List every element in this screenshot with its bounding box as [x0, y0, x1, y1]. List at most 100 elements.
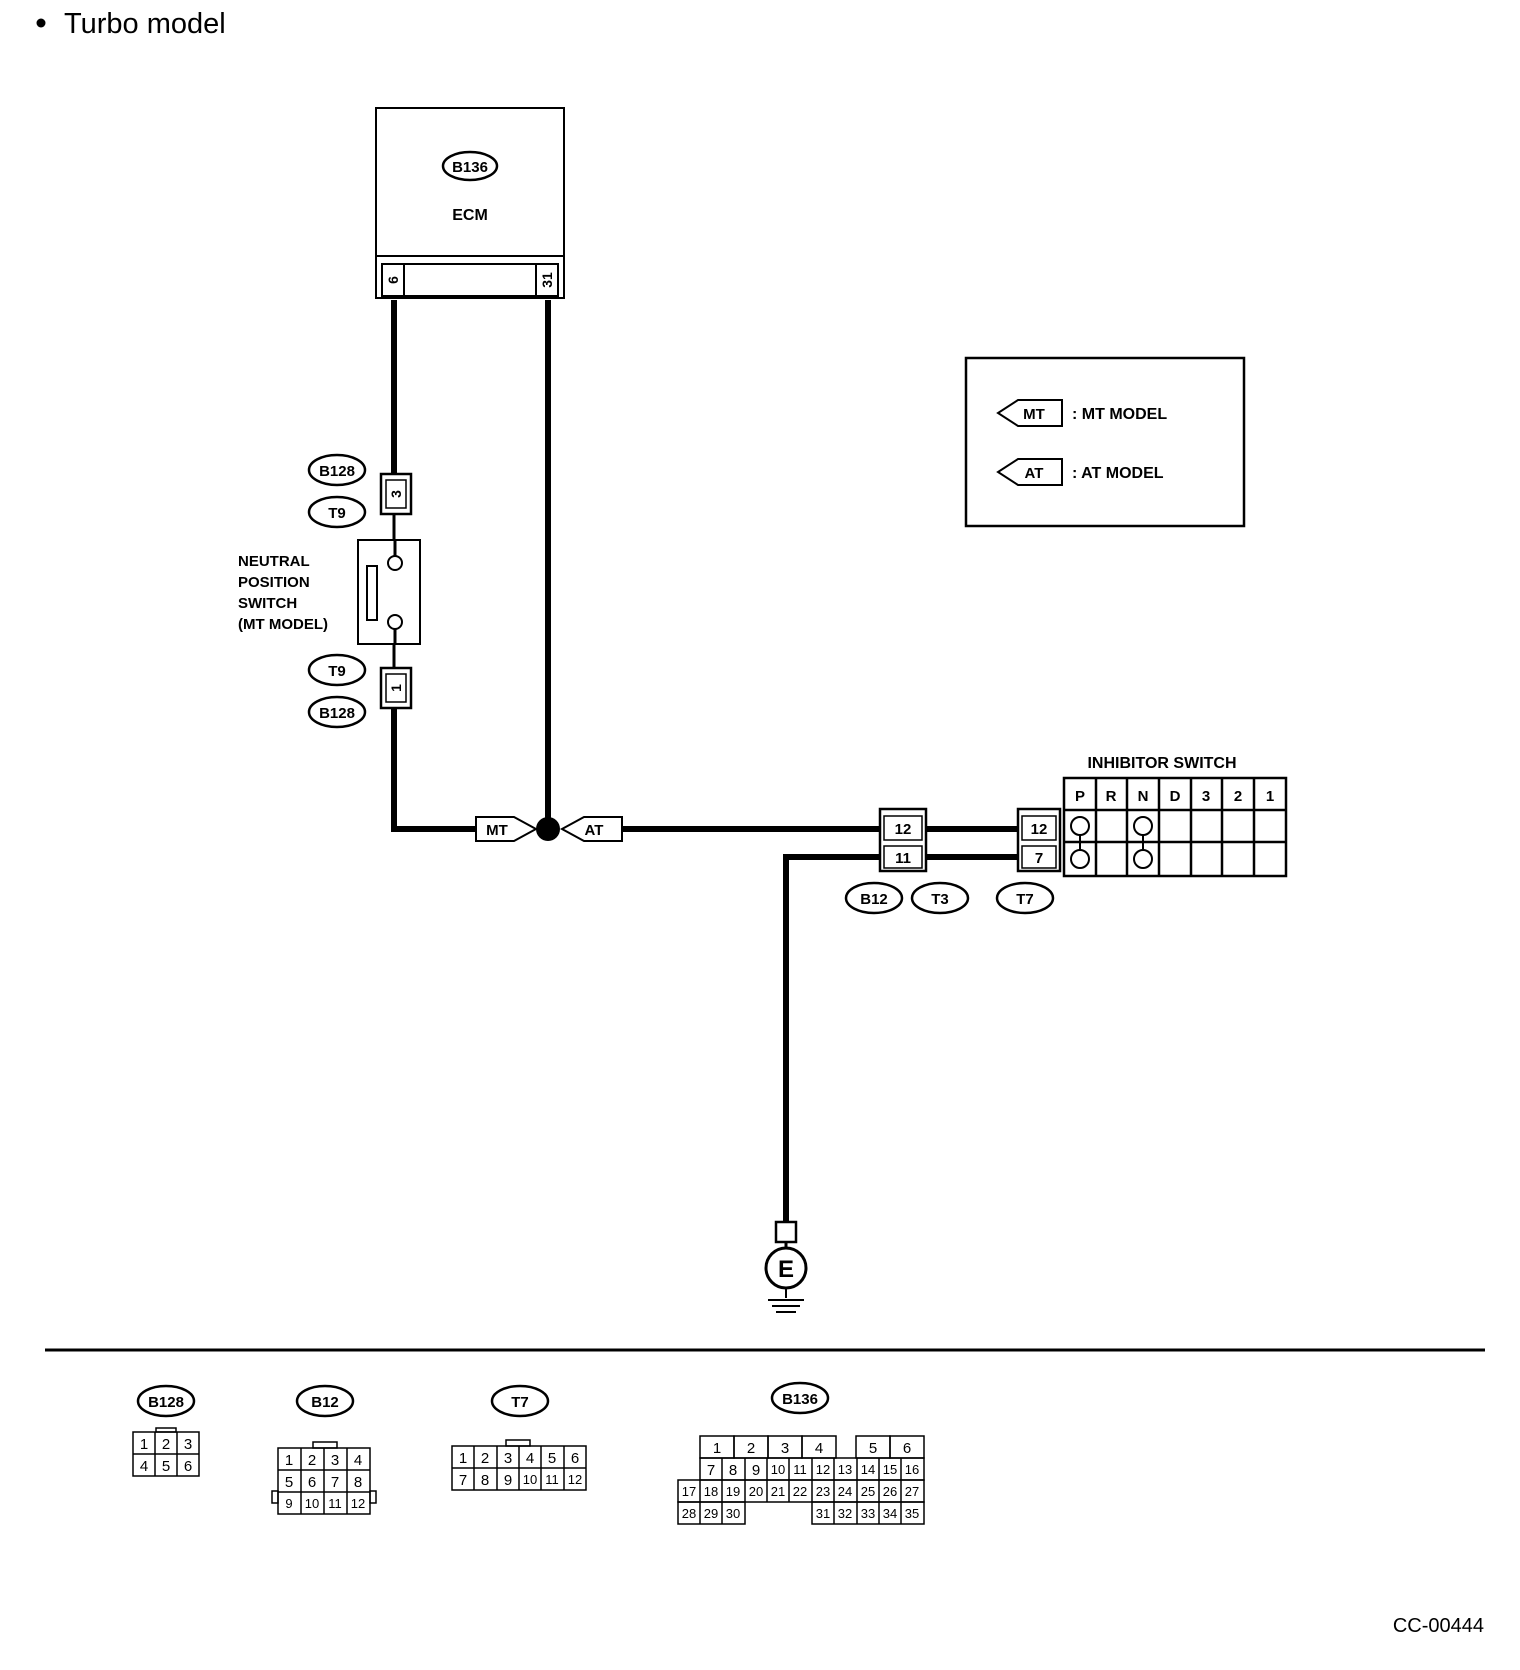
b136-cell: 25: [861, 1484, 875, 1499]
ground-label: E: [778, 1256, 794, 1283]
ecm-connector-label: B136: [452, 159, 488, 176]
inhibitor-pin-7: 7: [1035, 850, 1043, 867]
b136-cell: 34: [883, 1506, 897, 1521]
b12-cell: 5: [285, 1474, 293, 1491]
b136-cell: 4: [815, 1440, 823, 1457]
ecm-label: ECM: [452, 207, 488, 224]
position-2: 2: [1234, 788, 1242, 805]
inhibitor-grid: [1062, 776, 1288, 878]
b12-cell: 2: [308, 1452, 316, 1469]
b12-view-label: B12: [311, 1394, 339, 1411]
b136-cell: 17: [682, 1484, 696, 1499]
junction-group: MT AT: [475, 816, 623, 842]
b12-cell: 7: [331, 1474, 339, 1491]
b136-cell: 22: [793, 1484, 807, 1499]
position-3: 3: [1202, 788, 1210, 805]
contact-P-7: [1070, 849, 1090, 869]
nps-label-line-4: (MT MODEL): [238, 616, 328, 633]
nps-label-line-3: SWITCH: [238, 595, 297, 612]
t7-cell: 9: [504, 1472, 512, 1489]
nps-bottom-connector-2: B128: [319, 705, 355, 722]
b128-cell: 3: [184, 1436, 192, 1453]
b136-cell: 6: [903, 1440, 911, 1457]
t7-cell: 3: [504, 1450, 512, 1467]
position-N: N: [1138, 788, 1149, 805]
b12-cell: 3: [331, 1452, 339, 1469]
at-arrow-label: AT: [585, 822, 604, 839]
legend-at-text: : AT MODEL: [1072, 465, 1164, 482]
t7-cell: 8: [481, 1472, 489, 1489]
b136-cell: 20: [749, 1484, 763, 1499]
b136-cell: 18: [704, 1484, 718, 1499]
junction-dot: [536, 817, 560, 841]
t7-cell: 11: [545, 1472, 559, 1487]
mt-arrow-label: MT: [486, 822, 508, 839]
b136-cell: 13: [838, 1462, 852, 1477]
position-D: D: [1170, 788, 1181, 805]
t7-cell: 7: [459, 1472, 467, 1489]
b136-cell: 32: [838, 1506, 852, 1521]
b136-cell: 16: [905, 1462, 919, 1477]
contact-N-7: [1133, 849, 1153, 869]
b136-cell: 27: [905, 1484, 919, 1499]
b136-cell: 15: [883, 1462, 897, 1477]
b136-cell: 26: [883, 1484, 897, 1499]
wire-ground: [783, 854, 880, 1222]
b136-cell: 19: [726, 1484, 740, 1499]
b136-cell: 2: [747, 1440, 755, 1457]
b136-cell: 8: [729, 1462, 737, 1479]
t7-cell: 1: [459, 1450, 467, 1467]
middle-connector: 12 11 B12 T3: [844, 807, 970, 915]
legend-mt-arrow-label: MT: [1023, 406, 1045, 423]
b136-cell: 7: [707, 1462, 715, 1479]
connector-view-b12: B12 1 2 3 4 5 6 7 8 9 10 11 12: [271, 1384, 377, 1515]
b136-cell: 10: [771, 1462, 785, 1477]
legend-mt-text: : MT MODEL: [1072, 406, 1167, 423]
bullet-icon: [36, 18, 46, 28]
inhibitor-switch: INHIBITOR SWITCH 12 7 T7 P R N D 3 2 1: [995, 755, 1288, 915]
b136-cell: 9: [752, 1462, 760, 1479]
inhibitor-switch-title: INHIBITOR SWITCH: [1087, 755, 1236, 772]
b136-cell: 3: [781, 1440, 789, 1457]
nps-top-connector-1: B128: [319, 463, 355, 480]
b136-cell: 35: [905, 1506, 919, 1521]
nps-label-line-1: NEUTRAL: [238, 553, 310, 570]
b136-cell: 33: [861, 1506, 875, 1521]
b136-view-label: B136: [782, 1391, 818, 1408]
contact-P-12: [1070, 816, 1090, 836]
page-heading: Turbo model: [64, 8, 226, 40]
middle-connector-label-2: T3: [931, 891, 949, 908]
b12-cell: 6: [308, 1474, 316, 1491]
b136-cell: 21: [771, 1484, 785, 1499]
b136-cell: 23: [816, 1484, 830, 1499]
b136-cell: 11: [793, 1462, 807, 1477]
b136-cell: 31: [816, 1506, 830, 1521]
t7-cell: 2: [481, 1450, 489, 1467]
b128-cell: 2: [162, 1436, 170, 1453]
ecm-connector-badge: [441, 150, 499, 182]
figure-code: CC-00444: [1393, 1615, 1484, 1637]
b136-cell: 5: [869, 1440, 877, 1457]
b12-cell: 10: [305, 1496, 319, 1511]
nps-top-connector-2: T9: [328, 505, 346, 522]
b136-cell: 28: [682, 1506, 696, 1521]
t7-cell: 6: [571, 1450, 579, 1467]
position-1: 1: [1266, 788, 1274, 805]
mt-arrow-icon: [475, 816, 539, 842]
b12-cell: 4: [354, 1452, 362, 1469]
wire-nps-to-junction: [391, 708, 476, 832]
ecm-pin-6: 6: [385, 276, 401, 284]
position-R: R: [1106, 788, 1117, 805]
b12-cell: 9: [285, 1496, 292, 1511]
b136-cell: 24: [838, 1484, 852, 1499]
contact-N-12: [1133, 816, 1153, 836]
ecm-block: B136 ECM 6 31: [375, 107, 565, 299]
legend-at-arrow-label: AT: [1025, 465, 1044, 482]
nps-bottom-connector-1: T9: [328, 663, 346, 680]
nps-top-pin: 3: [388, 490, 404, 498]
b12-cell: 11: [328, 1496, 342, 1511]
inhibitor-pin-12: 12: [1031, 821, 1048, 838]
b136-cell: 12: [816, 1462, 830, 1477]
t7-cell: 10: [523, 1472, 537, 1487]
